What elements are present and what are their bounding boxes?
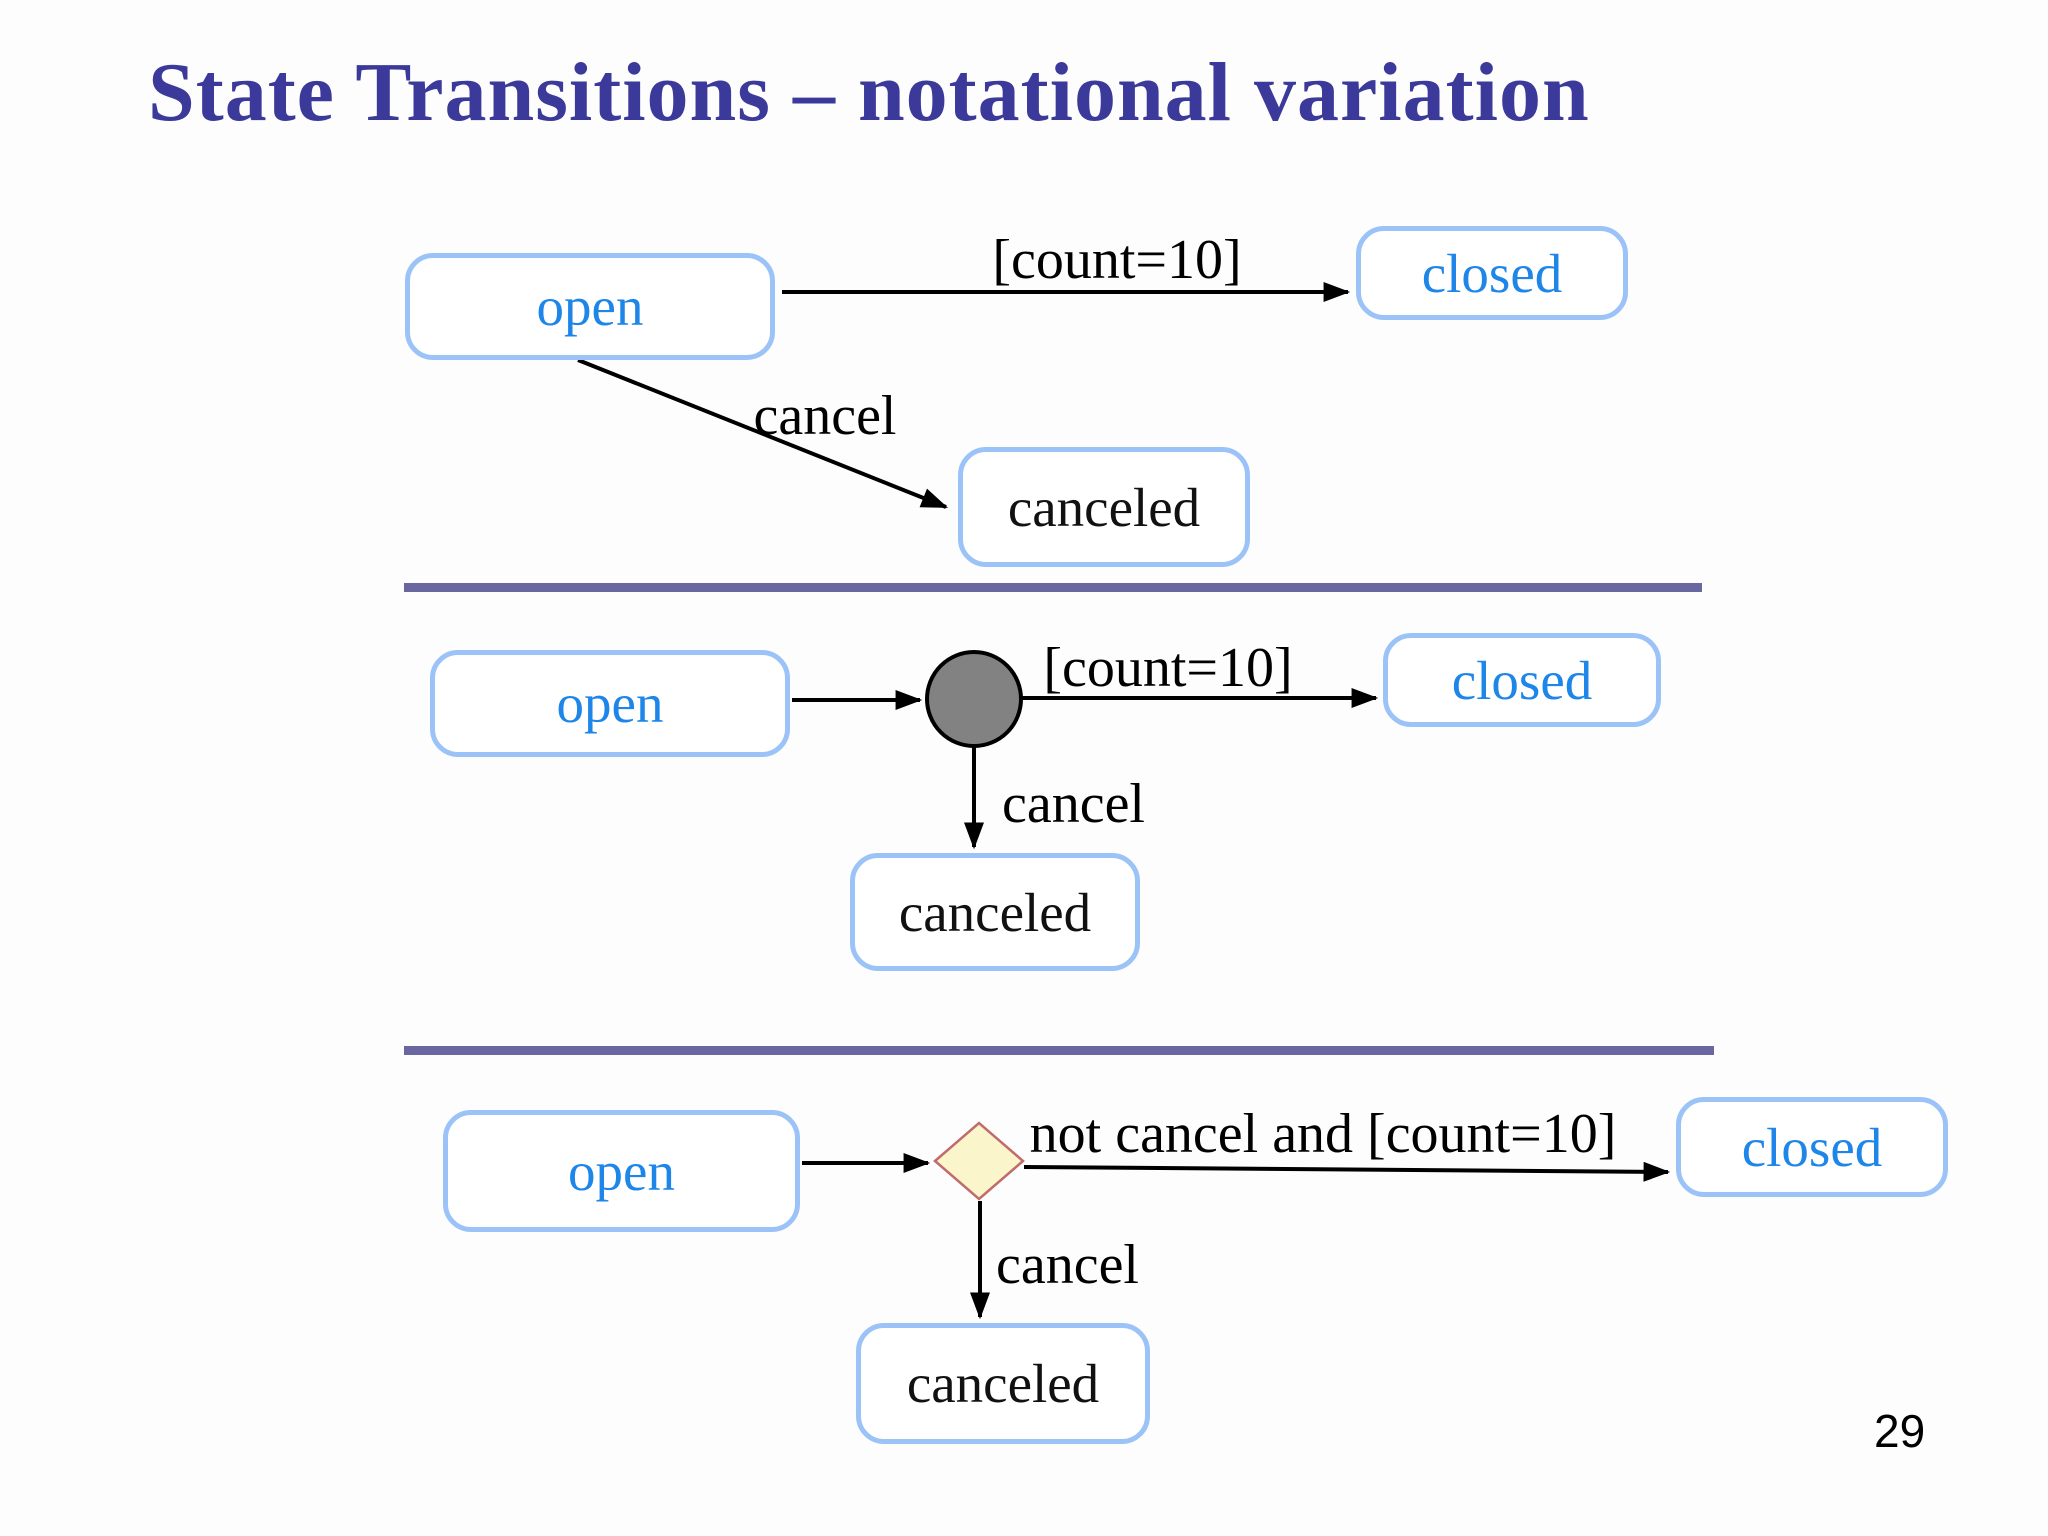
decision-diamond-icon	[933, 1121, 1025, 1201]
state-open-3: open	[443, 1110, 800, 1232]
state-canceled-3: canceled	[856, 1323, 1150, 1444]
event-label-cancel-3: cancel	[996, 1234, 1139, 1296]
guard-label-1: [count=10]	[992, 229, 1242, 291]
guard-label-2: [count=10]	[1043, 637, 1293, 699]
state-label: closed	[1741, 1116, 1883, 1178]
state-label: canceled	[898, 881, 1092, 943]
state-label: open	[556, 673, 664, 734]
page-number: 29	[1874, 1405, 1926, 1457]
event-label-cancel-2: cancel	[1002, 773, 1145, 835]
state-closed-3: closed	[1676, 1097, 1948, 1197]
section-divider	[404, 1046, 1714, 1055]
guard-label-3: not cancel and [count=10]	[1029, 1103, 1617, 1165]
slide-title: State Transitions – notational variation	[148, 46, 1590, 139]
state-label: canceled	[1007, 476, 1201, 538]
section-divider	[404, 583, 1702, 592]
state-label: closed	[1421, 242, 1563, 304]
state-label: closed	[1451, 649, 1593, 711]
state-canceled-2: canceled	[850, 853, 1140, 971]
state-closed-1: closed	[1356, 226, 1628, 320]
state-label: open	[536, 276, 644, 337]
state-open-2: open	[430, 650, 790, 757]
state-closed-2: closed	[1383, 633, 1661, 727]
junction-circle-icon	[925, 650, 1023, 748]
state-open-1: open	[405, 253, 775, 360]
state-label: open	[568, 1140, 675, 1202]
event-label-cancel-1: cancel	[753, 385, 897, 447]
state-label: canceled	[906, 1353, 1100, 1414]
arrow-open-to-canceled-1	[577, 358, 949, 509]
state-canceled-1: canceled	[958, 447, 1250, 567]
arrow-decision-to-closed-3	[1023, 1161, 1671, 1182]
